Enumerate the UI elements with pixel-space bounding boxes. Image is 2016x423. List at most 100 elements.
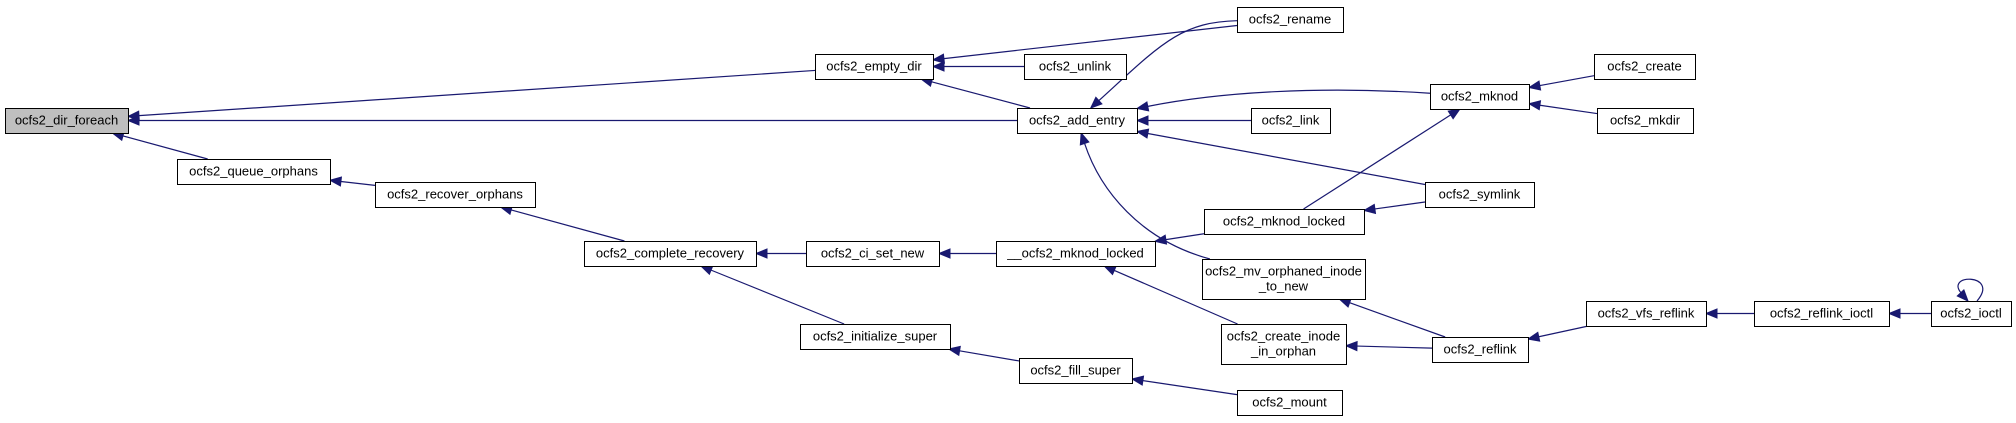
- edge-mknod-to-add_entry: [1135, 89, 1431, 112]
- edge-line: [122, 135, 208, 160]
- node-box: [5, 108, 129, 134]
- edge-line: [340, 180, 376, 186]
- node-label: ocfs2_queue_orphans: [189, 164, 318, 179]
- node-initialize-super[interactable]: ocfs2_initialize_super: [800, 324, 951, 350]
- edge-mknod_locked-to-mknod_locked_dunder: [1153, 233, 1205, 245]
- node-mknod-locked[interactable]: ocfs2_mknod_locked: [1204, 209, 1365, 235]
- node-box: [1019, 358, 1133, 384]
- node-box: [1594, 54, 1696, 80]
- edge-arrowhead: [1527, 80, 1542, 91]
- node-link[interactable]: ocfs2_link: [1251, 108, 1331, 134]
- node-fill-super[interactable]: ocfs2_fill_super: [1019, 358, 1133, 384]
- edge-ioctl-to-ioctl: [1956, 278, 1984, 302]
- node-ioctl[interactable]: ocfs2_ioctl: [1931, 301, 2012, 327]
- node-queue-orphans[interactable]: ocfs2_queue_orphans: [177, 159, 331, 185]
- edge-mknod_locked-to-mknod: [1303, 108, 1462, 210]
- node-mknod-locked-dunder[interactable]: __ocfs2_mknod_locked: [996, 241, 1156, 267]
- node-label: ocfs2_ioctl: [1940, 306, 2002, 321]
- node-box: [1432, 337, 1529, 363]
- node-rename[interactable]: ocfs2_rename: [1237, 7, 1344, 33]
- node-reflink[interactable]: ocfs2_reflink: [1432, 337, 1529, 363]
- node-label: ocfs2_mknod_locked: [1223, 214, 1345, 229]
- edge-mkdir-to-mknod: [1527, 100, 1598, 115]
- node-label: ocfs2_reflink_ioctl: [1770, 306, 1873, 321]
- node-complete-recovery[interactable]: ocfs2_complete_recovery: [584, 241, 757, 267]
- node-label: ocfs2_dir_foreach: [15, 113, 118, 128]
- node-box: [1221, 324, 1347, 365]
- edge-arrowhead: [1526, 331, 1541, 342]
- edge-line: [1539, 75, 1595, 87]
- edge-arrowhead: [1447, 108, 1462, 120]
- node-create-inode[interactable]: ocfs2_create_inode_in_orphan: [1221, 324, 1347, 365]
- edge-line: [1084, 143, 1211, 260]
- node-label: _to_new: [1258, 279, 1309, 294]
- node-create[interactable]: ocfs2_create: [1594, 54, 1696, 80]
- edge-line: [931, 81, 1031, 109]
- node-label: ocfs2_link: [1262, 113, 1320, 128]
- edge-arrowhead: [126, 115, 140, 126]
- edge-arrowhead: [931, 53, 946, 64]
- edge-line: [1165, 233, 1205, 241]
- edge-arrowhead: [1135, 115, 1149, 126]
- edge-mknod_locked_dunder-to-ci_set_new: [937, 248, 996, 259]
- edge-arrowhead: [1079, 131, 1090, 146]
- edge-reflink_ioctl-to-vfs_reflink: [1704, 308, 1754, 319]
- node-ci-set-new[interactable]: ocfs2_ci_set_new: [806, 241, 940, 267]
- node-label: ocfs2_create_inode: [1227, 329, 1340, 344]
- node-box: [375, 182, 536, 208]
- node-vfs-reflink[interactable]: ocfs2_vfs_reflink: [1586, 301, 1707, 327]
- edge-ci_set_new-to-complete_recovery: [754, 248, 806, 259]
- edge-empty_dir-to-dir_foreach: [126, 69, 816, 121]
- edge-reflink-to-mv_orphaned: [1338, 297, 1446, 338]
- node-dir-foreach[interactable]: ocfs2_dir_foreach: [5, 108, 129, 134]
- edge-line: [138, 69, 816, 117]
- edge-arrowhead: [1887, 308, 1901, 319]
- edge-arrowhead: [931, 61, 945, 72]
- edge-line: [1374, 201, 1426, 210]
- node-label: ocfs2_vfs_reflink: [1598, 306, 1695, 321]
- edge-arrowhead: [1956, 288, 1969, 302]
- edge-line: [943, 24, 1238, 60]
- edge-vfs_reflink-to-reflink: [1526, 325, 1589, 342]
- edge-arrowhead: [1344, 340, 1358, 352]
- node-label: ocfs2_create: [1607, 59, 1681, 74]
- edge-reflink-to-create_inode: [1344, 340, 1433, 352]
- node-label: ocfs2_unlink: [1039, 59, 1112, 74]
- edge-arrowhead: [947, 345, 961, 357]
- node-box: [1931, 301, 2012, 327]
- edge-mount-to-fill_super: [1130, 375, 1238, 396]
- edge-arrowhead: [1130, 375, 1145, 386]
- edge-arrowhead: [1135, 128, 1150, 139]
- node-symlink[interactable]: ocfs2_symlink: [1425, 182, 1535, 208]
- node-box: [1430, 84, 1530, 110]
- edge-link-to-add_entry: [1135, 115, 1251, 126]
- node-box: [1204, 209, 1365, 235]
- edge-line: [710, 269, 845, 325]
- edge-line: [1098, 20, 1238, 102]
- edge-line: [1303, 114, 1452, 210]
- node-recover-orphans[interactable]: ocfs2_recover_orphans: [375, 182, 536, 208]
- edge-arrowhead: [1362, 203, 1377, 215]
- node-mknod[interactable]: ocfs2_mknod: [1430, 84, 1530, 110]
- edge-line: [1349, 302, 1446, 338]
- node-label: ocfs2_mv_orphaned_inode: [1205, 264, 1362, 279]
- node-mkdir[interactable]: ocfs2_mkdir: [1597, 108, 1694, 134]
- edge-arrowhead: [1103, 265, 1117, 276]
- node-box: [806, 241, 940, 267]
- node-add-entry[interactable]: ocfs2_add_entry: [1017, 108, 1138, 134]
- node-box: [584, 241, 757, 267]
- node-unlink[interactable]: ocfs2_unlink: [1024, 54, 1127, 80]
- node-label: ocfs2_recover_orphans: [387, 187, 523, 202]
- node-reflink-ioctl[interactable]: ocfs2_reflink_ioctl: [1754, 301, 1890, 327]
- edge-add_entry-to-dir_foreach: [126, 115, 1017, 126]
- edge-arrowhead: [937, 248, 951, 259]
- node-label: ocfs2_symlink: [1439, 187, 1521, 202]
- edge-arrowhead: [1135, 101, 1150, 112]
- edge-line: [1147, 132, 1426, 186]
- node-mount[interactable]: ocfs2_mount: [1237, 390, 1343, 416]
- node-empty-dir[interactable]: ocfs2_empty_dir: [815, 54, 934, 80]
- edge-symlink-to-mknod_locked: [1362, 201, 1426, 215]
- node-mv-orphaned[interactable]: ocfs2_mv_orphaned_inode_to_new: [1202, 259, 1366, 300]
- node-box: [815, 54, 934, 80]
